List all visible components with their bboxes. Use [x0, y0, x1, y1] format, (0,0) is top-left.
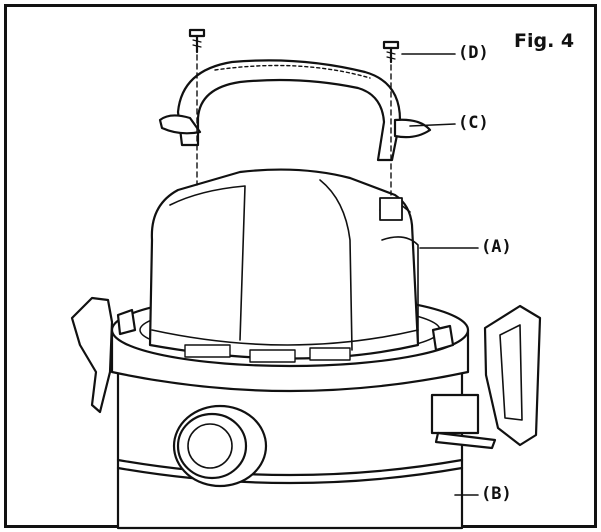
leader-lines [401, 53, 479, 496]
canister-drum [116, 370, 464, 530]
label-b: (B) [481, 484, 512, 504]
hose-inlet [172, 404, 268, 488]
motor-head [148, 168, 420, 363]
label-d: (D) [458, 43, 489, 63]
label-c: (C) [458, 113, 489, 133]
latch-right [430, 304, 542, 450]
screw-left [188, 28, 206, 54]
screw-right [382, 40, 400, 64]
alignment-lines [196, 54, 392, 196]
latch-left [70, 296, 137, 414]
figure-title: Fig. 4 [514, 30, 575, 52]
carry-handle [158, 59, 432, 162]
label-a: (A) [481, 237, 512, 257]
